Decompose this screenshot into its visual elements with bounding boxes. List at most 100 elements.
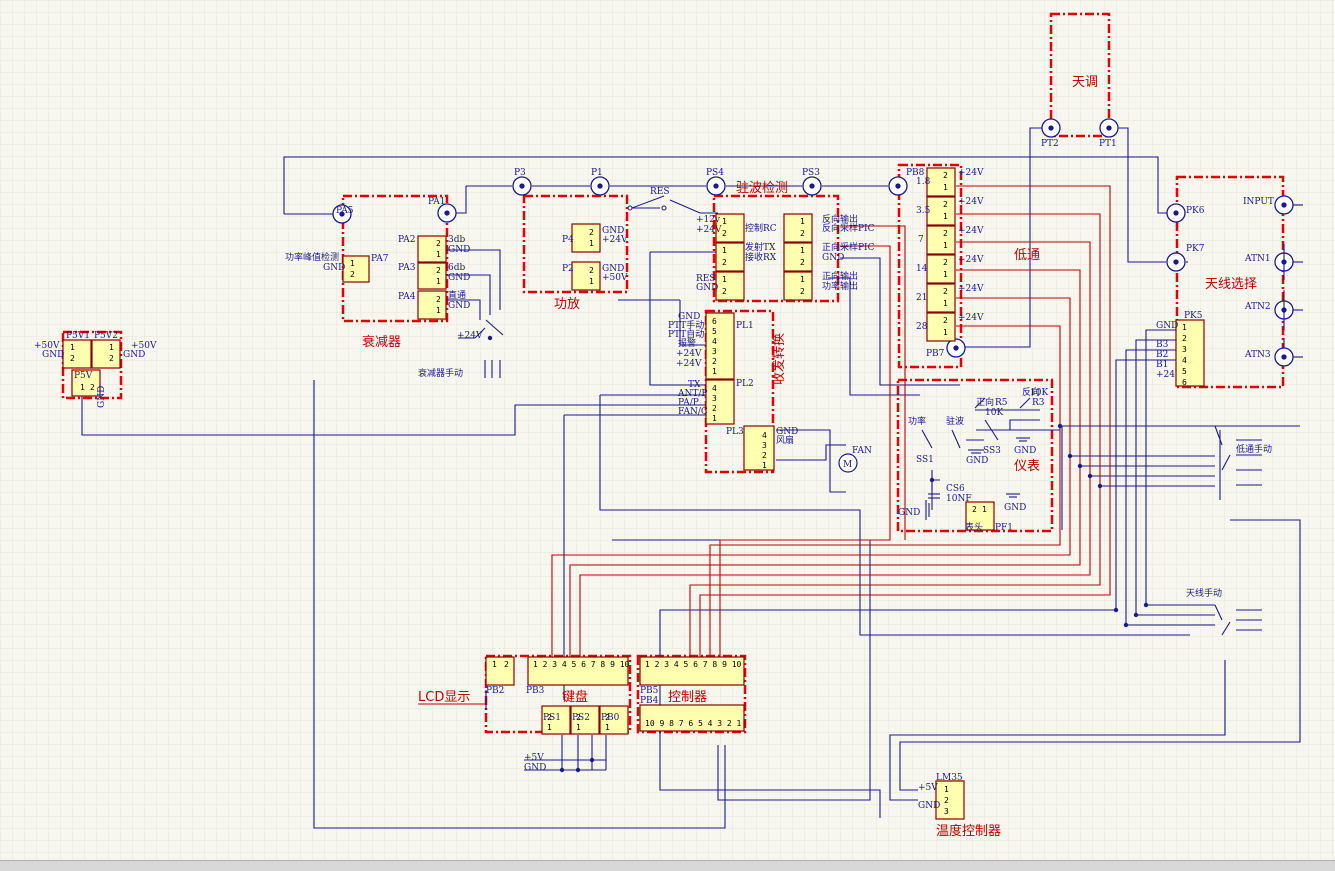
part-P4[interactable] — [571, 223, 601, 253]
svg-text:1: 1 — [712, 367, 717, 376]
svg-text:2: 2 — [712, 357, 717, 366]
part-PB-lp3[interactable] — [926, 225, 956, 255]
svg-text:2: 2 — [722, 258, 727, 267]
coax-INPUT[interactable] — [1274, 195, 1294, 215]
part-PK5[interactable] — [1175, 319, 1205, 387]
coax-PB7[interactable] — [946, 338, 966, 358]
svg-text:正向采样PIC: 正向采样PIC — [822, 241, 875, 253]
svg-text:GND: GND — [1156, 321, 1178, 331]
part-PA2[interactable] — [417, 235, 447, 263]
svg-text:2: 2 — [436, 295, 441, 304]
part-P5V[interactable] — [71, 369, 101, 397]
res-switch[interactable] — [627, 195, 667, 211]
coax-PT2[interactable] — [1041, 118, 1061, 138]
svg-text:+24V: +24V — [958, 313, 984, 323]
svg-text:14: 14 — [916, 264, 928, 274]
svg-text:反向: 反向 — [1022, 386, 1040, 398]
svg-text:GND: GND — [323, 263, 345, 273]
part-PS7[interactable] — [715, 271, 745, 301]
coax-PS3[interactable] — [802, 176, 822, 196]
coax-PK6[interactable] — [1166, 203, 1186, 223]
part-PB5[interactable] — [639, 656, 745, 686]
svg-text:+50V: +50V — [34, 341, 60, 351]
svg-text:5: 5 — [1182, 367, 1187, 376]
part-PL1[interactable] — [705, 312, 735, 380]
part-PA7[interactable] — [342, 255, 370, 283]
svg-text:反向采样PIC: 反向采样PIC — [822, 222, 875, 234]
coax-PK7[interactable] — [1166, 252, 1186, 272]
coax-ATN3[interactable] — [1274, 347, 1294, 367]
components — [62, 167, 1205, 820]
svg-text:接收RX: 接收RX — [745, 251, 777, 263]
part-P5V1[interactable] — [62, 339, 92, 369]
svg-text:6db: 6db — [448, 263, 465, 273]
part-PS5[interactable] — [715, 213, 745, 243]
part-P2[interactable] — [571, 261, 601, 291]
svg-text:2: 2 — [944, 796, 949, 805]
coax-PA5[interactable] — [332, 204, 352, 224]
coax-PB8[interactable] — [888, 176, 908, 196]
svg-text:P2: P2 — [562, 264, 574, 274]
svg-text:ATN1: ATN1 — [1244, 254, 1271, 264]
svg-text:1: 1 — [492, 660, 497, 669]
svg-text:FAN/C: FAN/C — [678, 407, 708, 417]
svg-text:PA/P: PA/P — [678, 398, 699, 408]
svg-text:10K: 10K — [1030, 388, 1048, 398]
svg-text:P5V: P5V — [74, 371, 93, 381]
svg-text:功率输出: 功率输出 — [822, 280, 858, 292]
svg-text:1: 1 — [589, 277, 594, 286]
part-PA4[interactable] — [417, 290, 447, 320]
status-bar — [0, 860, 1335, 871]
part-PB-lp6[interactable] — [926, 312, 956, 342]
svg-text:1: 1 — [982, 505, 987, 514]
svg-text:R5: R5 — [995, 398, 1008, 408]
svg-text:1: 1 — [712, 414, 717, 423]
part-PB4[interactable] — [639, 704, 745, 732]
psu-block — [61, 330, 123, 400]
part-PB0[interactable] — [599, 705, 629, 735]
svg-text:+24V: +24V — [958, 197, 984, 207]
part-PL2[interactable] — [705, 379, 735, 425]
svg-text:1: 1 — [436, 277, 441, 286]
part-PB-lp4[interactable] — [926, 254, 956, 284]
part-PF1[interactable] — [965, 501, 995, 531]
part-PB-lp2[interactable] — [926, 196, 956, 226]
svg-text:2: 2 — [722, 229, 727, 238]
part-PS8[interactable] — [783, 213, 813, 243]
lowpass-block — [897, 163, 963, 369]
svg-text:B1: B1 — [1156, 360, 1168, 370]
part-PB3[interactable] — [527, 656, 629, 686]
part-PB-lp5[interactable] — [926, 283, 956, 313]
coax-PT1[interactable] — [1099, 118, 1119, 138]
part-PS10[interactable] — [783, 271, 813, 301]
svg-text:+24V: +24V — [696, 225, 722, 235]
fan-motor[interactable]: M — [838, 453, 858, 473]
part-PS9[interactable] — [783, 242, 813, 272]
coax-PS4[interactable] — [706, 176, 726, 196]
svg-text:PB0: PB0 — [601, 713, 620, 723]
svg-text:2: 2 — [943, 287, 948, 296]
coax-P1[interactable] — [590, 176, 610, 196]
part-PA3[interactable] — [417, 262, 447, 290]
part-PS1[interactable] — [541, 705, 571, 735]
svg-text:1: 1 — [800, 246, 805, 255]
svg-text:P1: P1 — [591, 168, 603, 178]
part-PB-lp1[interactable] — [926, 167, 956, 197]
svg-text:6: 6 — [1182, 378, 1187, 387]
part-LM35[interactable] — [935, 780, 965, 820]
part-PL3[interactable] — [743, 425, 775, 471]
part-PB2[interactable] — [485, 656, 515, 686]
svg-text:报警: 报警 — [678, 337, 696, 349]
svg-text:PB3: PB3 — [526, 686, 545, 696]
svg-text:GND: GND — [97, 386, 107, 408]
svg-text:1: 1 — [350, 259, 355, 268]
coax-P3[interactable] — [512, 176, 532, 196]
txrx-title: 收发转换 — [771, 333, 787, 385]
svg-text:PS4: PS4 — [706, 168, 724, 178]
coax-PA1[interactable] — [437, 203, 457, 223]
part-PS6[interactable] — [715, 242, 745, 272]
part-P5V2[interactable] — [91, 339, 121, 369]
svg-text:28: 28 — [916, 322, 928, 332]
part-PS2[interactable] — [570, 705, 600, 735]
